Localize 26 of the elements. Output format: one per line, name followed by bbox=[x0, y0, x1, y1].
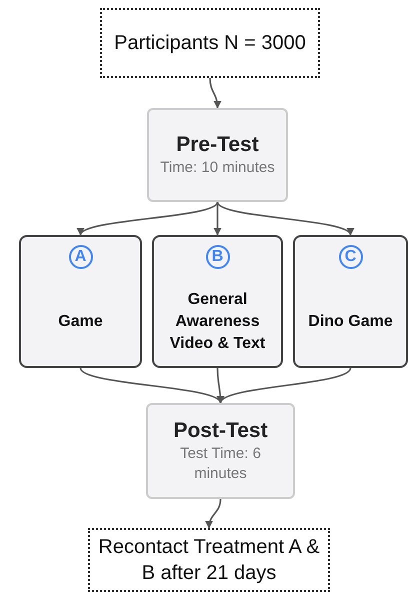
arrow bbox=[220, 368, 352, 404]
stage-title: Post-Test bbox=[173, 418, 268, 444]
stage-detail: Test Time: 6 minutes bbox=[179, 444, 262, 484]
arrow bbox=[206, 498, 222, 529]
arrow bbox=[80, 368, 222, 404]
dotted-box bbox=[88, 528, 330, 592]
stage-box bbox=[146, 403, 295, 499]
treatment-label: Dino Game bbox=[308, 312, 393, 332]
node-text: Participants N = 3000 bbox=[114, 31, 306, 56]
stage-box bbox=[147, 108, 288, 202]
treatment-box bbox=[19, 235, 142, 368]
stage-title: Pre-Test bbox=[176, 132, 259, 158]
treatment-box bbox=[152, 235, 283, 368]
arrow bbox=[214, 202, 222, 236]
letter-badge: A bbox=[68, 245, 92, 269]
node-text: Recontact Treatment A & B after 21 days bbox=[98, 535, 320, 586]
dotted-box bbox=[100, 8, 320, 78]
treatment-label: Game bbox=[58, 312, 103, 332]
letter-badge: B bbox=[206, 245, 230, 269]
treatment-box bbox=[293, 235, 408, 368]
stage-detail: Time: 10 minutes bbox=[160, 158, 275, 178]
arrow bbox=[216, 202, 352, 236]
treatment-label: General Awareness Video & Text bbox=[168, 290, 266, 354]
arrow bbox=[209, 78, 222, 109]
arrow bbox=[80, 202, 218, 236]
letter-badge: C bbox=[338, 245, 362, 269]
